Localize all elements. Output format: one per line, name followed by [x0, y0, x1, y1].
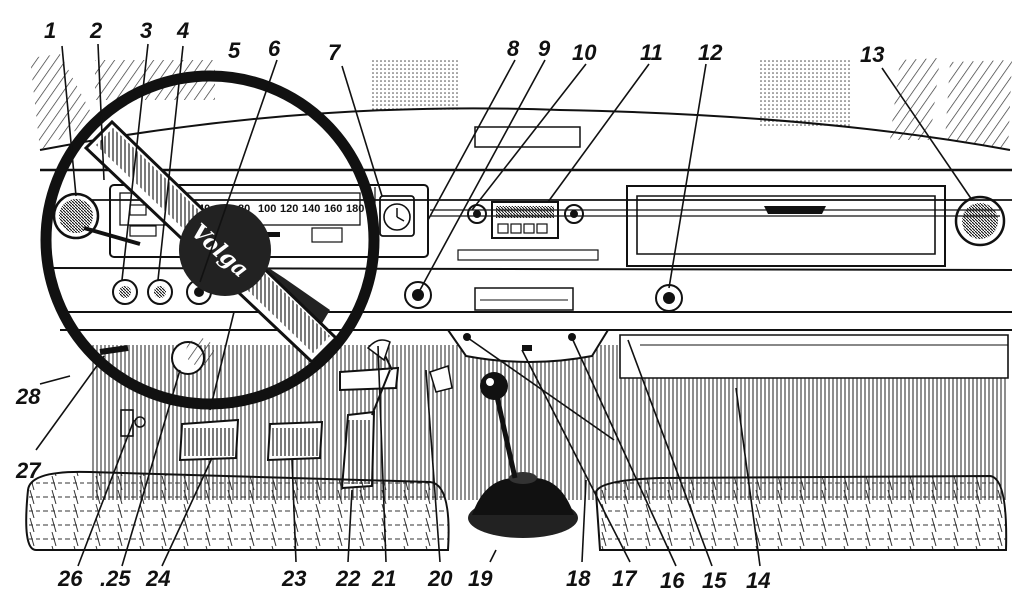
callout-26: 26: [57, 566, 83, 591]
speedometer-scale-label: 120: [280, 203, 298, 215]
speedometer-scale-label: 160: [324, 203, 342, 215]
floor-carpet: [90, 334, 1009, 500]
callout-4: 4: [176, 18, 189, 43]
speedometer-scale-label: 180: [346, 203, 364, 215]
callout-17: 17: [612, 566, 638, 591]
callout-27: 27: [15, 458, 42, 483]
callout-numbers: 1 2 3 4 5 6 7 8 9 10 11 12 13 14 15 16 1…: [15, 18, 884, 593]
callout-16: 16: [660, 568, 685, 593]
callout-25: .25: [100, 566, 131, 591]
callout-13: 13: [860, 42, 884, 67]
callout-14: 14: [746, 568, 770, 593]
callout-3: 3: [140, 18, 152, 43]
callout-6: 6: [268, 36, 281, 61]
callout-19: 19: [468, 566, 493, 591]
right-air-vent: [954, 195, 1006, 247]
steering-wheel: Volga: [40, 70, 380, 410]
callout-12: 12: [698, 40, 723, 65]
callout-20: 20: [427, 566, 453, 591]
leader-lines: [35, 43, 973, 567]
callout-10: 10: [572, 40, 597, 65]
callout-22: 22: [335, 566, 361, 591]
windshield-shading: [30, 54, 1012, 150]
speedometer-scale-label: 140: [302, 203, 320, 215]
pedals: [178, 344, 400, 490]
heater-control-panel: [467, 201, 584, 239]
callout-7: 7: [328, 40, 342, 65]
callout-24: 24: [145, 566, 170, 591]
callout-8: 8: [507, 36, 520, 61]
callout-18: 18: [566, 566, 591, 591]
callout-5: 5: [228, 38, 241, 63]
speedometer-scale-label: 100: [258, 203, 276, 215]
console-tray: [446, 329, 610, 363]
callout-2: 2: [89, 18, 103, 43]
callout-21: 21: [371, 566, 396, 591]
callout-23: 23: [281, 566, 306, 591]
callout-28: 28: [15, 384, 41, 409]
clock: [379, 195, 415, 237]
callout-9: 9: [538, 36, 551, 61]
glove-box: [626, 185, 946, 267]
callout-11: 11: [640, 40, 663, 65]
gear-lever: [468, 372, 578, 538]
dashboard-body: [39, 107, 1013, 331]
callout-15: 15: [702, 568, 727, 593]
callout-1: 1: [44, 18, 56, 43]
